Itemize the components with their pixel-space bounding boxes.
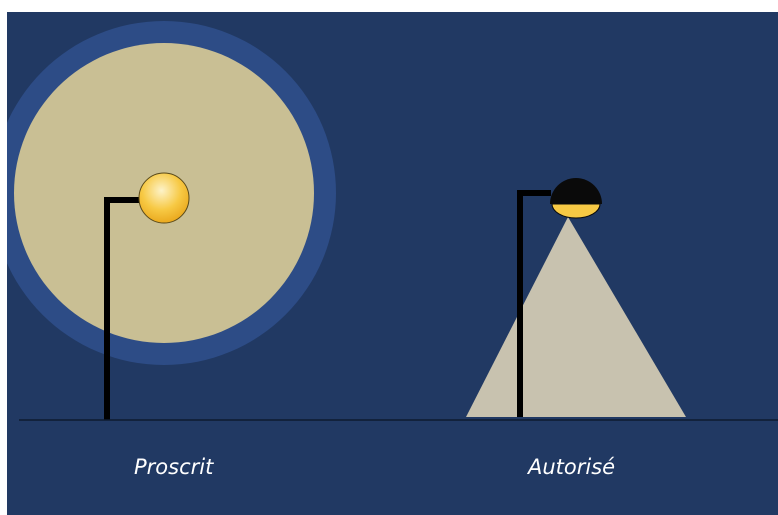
- allowed-label: Autorisé: [528, 455, 615, 479]
- forbidden-label: Proscrit: [134, 455, 213, 479]
- lighting-comparison-scene: Proscrit Autorisé: [7, 12, 778, 515]
- globe-street-lamp-icon: [139, 173, 189, 223]
- scene-drawing: [7, 12, 778, 515]
